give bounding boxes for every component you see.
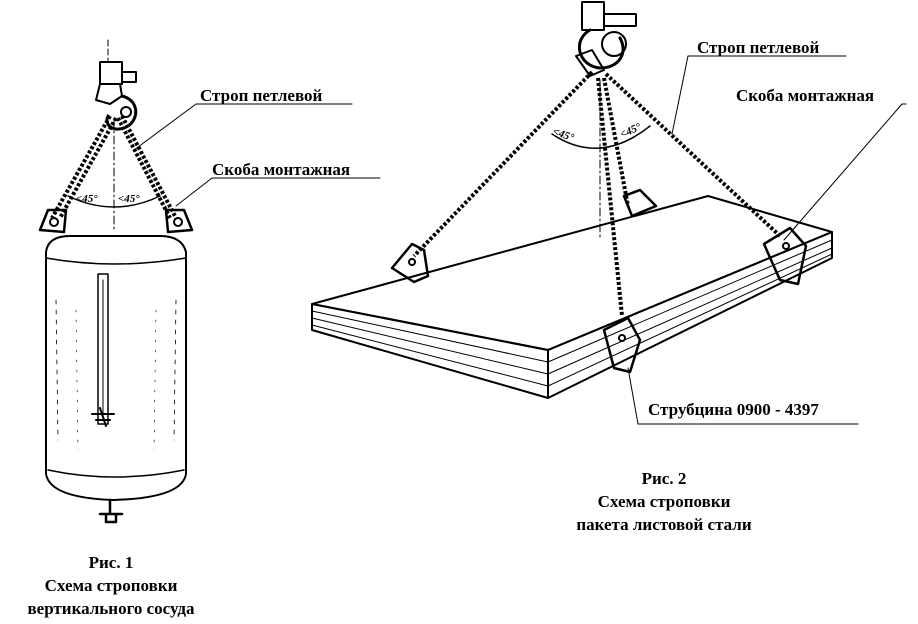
- shackle-right-1: [164, 208, 194, 234]
- clamp-back-2: [622, 188, 658, 218]
- figure-2: <45° <45° Строп петлевой Скоба монтажная…: [311, 1, 907, 534]
- caption-line2-1: вертикального сосуда: [27, 599, 195, 618]
- label-sling-1: Строп петлевой: [200, 86, 323, 105]
- caption-line1-2: Схема строповки: [598, 492, 731, 511]
- leader-clamp-2: [627, 367, 859, 425]
- steel-sheet-pack: [311, 195, 833, 399]
- shackle-left-1: [38, 208, 68, 234]
- leader-sling-1: [133, 103, 353, 151]
- clamp-left-2: [390, 242, 430, 284]
- angle-label-left-2: <45°: [551, 126, 576, 145]
- caption-title-1: Рис. 1: [89, 553, 134, 572]
- clamp-right-2: [762, 226, 808, 286]
- angle-label-right-1: <45°: [118, 193, 140, 205]
- clamp-front-2: [602, 316, 642, 374]
- leader-sling-2: [671, 55, 847, 135]
- label-shackle-2: Скоба монтажная: [736, 86, 874, 105]
- angle-label-left-1: <45°: [76, 193, 98, 205]
- crane-hook-2: [575, 1, 637, 77]
- label-shackle-1: Скоба монтажная: [212, 160, 350, 179]
- caption-line2-2: пакета листовой стали: [576, 515, 752, 534]
- figure-1: <45° <45° Строп петлевой: [27, 39, 381, 618]
- vertical-vessel: [45, 235, 187, 524]
- angle-label-right-2: <45°: [618, 121, 643, 141]
- sling-ropes-1: [50, 115, 178, 219]
- label-sling-2: Строп петлевой: [697, 38, 820, 57]
- caption-title-2: Рис. 2: [642, 469, 687, 488]
- leader-shackle-2: [783, 103, 907, 241]
- crane-hook-1: [95, 39, 138, 131]
- caption-line1-1: Схема строповки: [45, 576, 178, 595]
- sling-ropes-2: [412, 70, 782, 317]
- leader-shackle-1: [175, 177, 381, 207]
- angle-arc-2: [551, 125, 651, 149]
- label-clamp-2: Струбцина 0900 - 4397: [648, 400, 819, 419]
